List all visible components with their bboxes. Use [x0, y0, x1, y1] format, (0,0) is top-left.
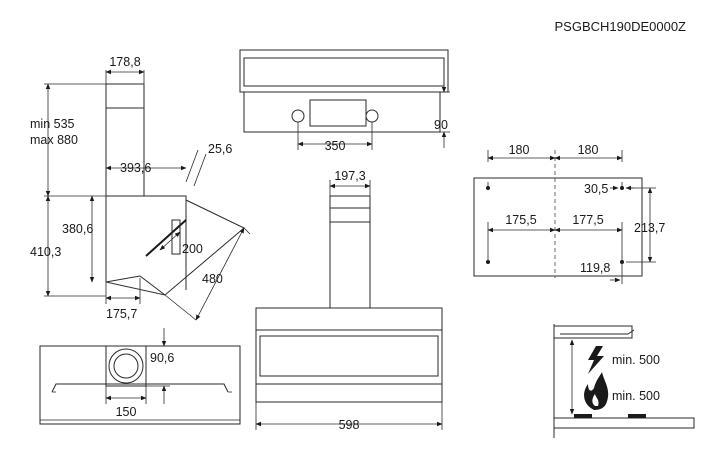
back-top-inner — [243, 57, 445, 87]
back-plate — [309, 99, 367, 127]
dim-total-width: 598 — [339, 418, 360, 432]
top-outlet-box — [105, 345, 147, 387]
mounting-template: 180 180 30,5 175,5 177,5 213,7 119,8 — [473, 143, 665, 284]
top-outlet-circle — [108, 348, 144, 384]
dim-depth: 393,6 — [120, 161, 151, 175]
dim-body-height: 380,6 — [62, 222, 93, 236]
dim-front-chimney: 197,3 — [334, 169, 365, 183]
front-panel — [259, 335, 439, 377]
clearance-electric: min. 500 — [612, 353, 660, 367]
side-body — [105, 195, 245, 296]
side-panel-slot — [171, 219, 181, 255]
dim-panel-length: 480 — [202, 272, 223, 286]
dim-outlet-width: 150 — [116, 405, 137, 419]
dim-upper-left: 180 — [509, 143, 530, 157]
top-view: 90,6 150 — [39, 328, 241, 425]
top-body — [39, 345, 241, 425]
dim-bottom-depth: 175,7 — [106, 307, 137, 321]
back-hole-left — [291, 109, 305, 123]
dim-chimney-min: min 535 — [30, 117, 75, 131]
back-hole-right — [365, 109, 379, 123]
dim-chimney-width: 178,8 — [109, 55, 140, 69]
front-view: 197,3 598 — [255, 169, 443, 432]
gas-flame-icon — [584, 372, 609, 410]
electric-icon — [588, 346, 604, 374]
dim-outlet-height: 90,6 — [150, 351, 174, 365]
side-chimney — [105, 83, 145, 197]
dim-tilt: 25,6 — [208, 142, 232, 156]
dim-upper-right: 180 — [578, 143, 599, 157]
front-chimney-band — [329, 207, 371, 223]
template-outline — [473, 177, 643, 277]
side-view: 178,8 min 535 max 880 393,6 25,6 380,6 4… — [30, 55, 251, 321]
back-lower-box — [243, 91, 441, 133]
dim-lower-left: 175,5 — [505, 213, 536, 227]
clearance-gas: min. 500 — [612, 389, 660, 403]
dim-vertical: 213,7 — [634, 221, 665, 235]
dim-hole-offset: 30,5 — [584, 182, 608, 196]
side-chimney-top — [105, 83, 145, 109]
front-body — [255, 307, 443, 403]
dim-chimney-max: max 880 — [30, 133, 78, 147]
side-bottom-edge — [105, 275, 166, 296]
clearance-hood — [553, 325, 633, 339]
dim-panel-width: 200 — [182, 242, 203, 256]
dim-back-height: 90 — [434, 118, 448, 132]
clearance-view: min. 500 min. 500 — [553, 324, 695, 438]
clearance-cooktop — [553, 417, 695, 429]
dim-bottom-offset: 119,8 — [580, 261, 610, 275]
top-outlet-inner — [113, 353, 139, 379]
dim-spacing: 350 — [325, 139, 346, 153]
back-view: 350 90 — [239, 49, 450, 153]
front-chimney — [329, 195, 371, 309]
dim-lower-height: 410,3 — [30, 245, 61, 259]
model-code: PSGBCH190DE0000Z — [554, 19, 686, 34]
dim-lower-right: 177,5 — [572, 213, 603, 227]
